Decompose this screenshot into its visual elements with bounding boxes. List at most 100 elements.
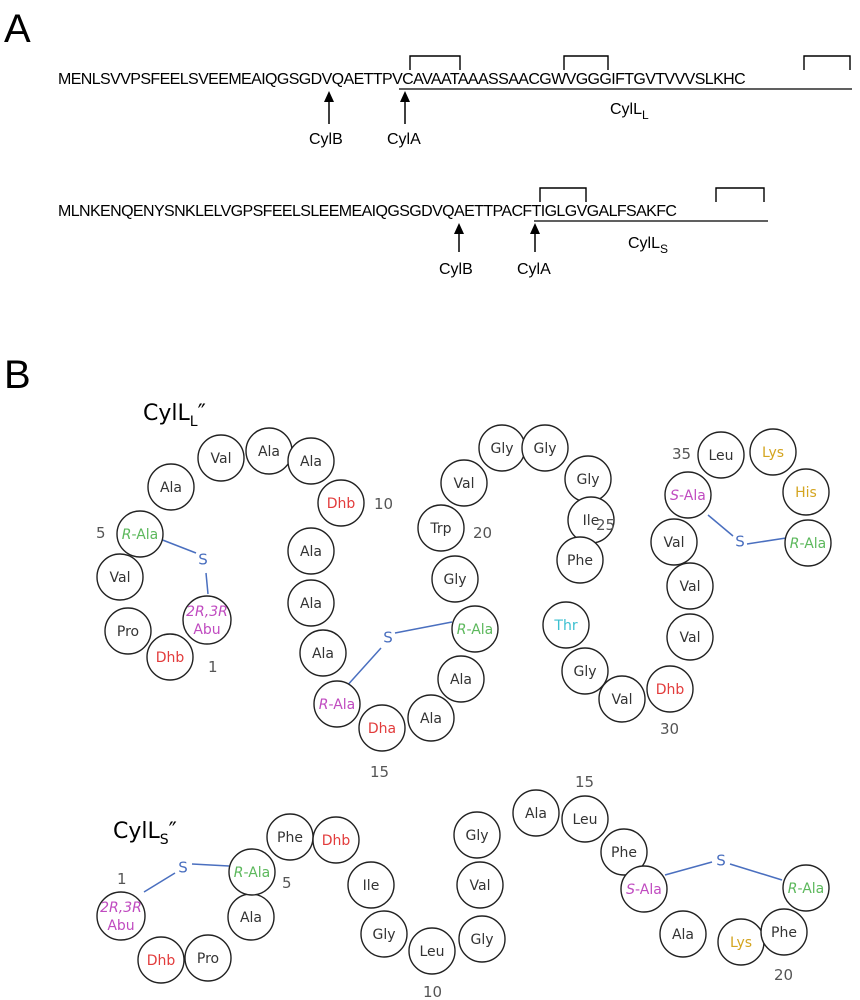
residue-number: 15 (575, 773, 594, 791)
residue-circle (451, 605, 499, 653)
residue-node: S-Ala (620, 865, 668, 913)
residue-node: Pro (104, 607, 152, 655)
residue-label: Lys (762, 445, 784, 461)
residue-circle (600, 828, 648, 876)
bridge-bracket (539, 187, 587, 202)
bond-s-label: S (178, 859, 188, 877)
residue-label: Gly (465, 828, 488, 844)
residue-circle (287, 527, 335, 575)
residue-node: Dha (358, 704, 406, 752)
residue-circle (760, 908, 808, 956)
residue-circle (650, 518, 698, 566)
residue-label: Phe (277, 830, 303, 846)
sequence-2-core: TTPACFTIGLGVGALFSAKFC (474, 203, 676, 220)
cyla-arrowhead (400, 91, 410, 102)
residue-node: Thr (542, 601, 590, 649)
residue-circle (598, 675, 646, 723)
bridge-bracket (803, 55, 851, 70)
cylb-arrowhead (324, 91, 334, 102)
cyll-small-label: CylLS (628, 235, 668, 256)
residue-number: 1 (208, 658, 218, 676)
cylb-label: CylB (309, 131, 343, 148)
sequence-cyll-small: MLNKENQENYSNKLELVGPSFEELSLEEMEAIQGSGDVQA… (58, 187, 768, 278)
residue-number: 30 (660, 720, 679, 738)
residue-circle (440, 459, 488, 507)
residue-node: Dhb (137, 936, 185, 984)
residue-label: Phe (771, 925, 797, 941)
residue-node: Phe (266, 813, 314, 861)
bond-s-label: S (198, 551, 208, 569)
sequence-1-text: MENLSVVPSFEELSVEEMEAIQGSGDVQAETTPVCAVAAT… (58, 71, 745, 88)
residue-node: Lys (749, 428, 797, 476)
residue-node: Dhb (312, 816, 360, 864)
residue-circle (620, 865, 668, 913)
residue-node: Ala (659, 910, 707, 958)
residue-label: Dhb (156, 650, 185, 666)
residue-label: Ala (300, 596, 322, 612)
residue-circle (228, 848, 276, 896)
residue-node: Gly (564, 455, 612, 503)
residue-label: Dhb (147, 953, 176, 969)
residue-node: Ala (245, 427, 293, 475)
cyll-large-title: CylLL″ (143, 401, 206, 430)
residue-node: Ala (147, 463, 195, 511)
residue-label: Ala (450, 672, 472, 688)
residue-circle (664, 471, 712, 519)
residue-node: Ala (299, 629, 347, 677)
bond-line (191, 863, 230, 867)
residue-number: 10 (423, 983, 442, 1000)
residue-label: Ala (420, 711, 442, 727)
sequence-2-leader: MLNKENQENYSNKLELVGPSFEELSLEEMEAIQGSGDVQA… (58, 203, 474, 220)
cyll-large-label: CylLL (610, 101, 649, 122)
residue-circle (347, 861, 395, 909)
residue-number: 20 (473, 524, 492, 542)
residue-circle (782, 864, 830, 912)
residue-node: Ile (567, 496, 615, 544)
residue-label: Dhb (327, 496, 356, 512)
residue-label: Dha (368, 721, 396, 737)
residue-label: Abu (193, 622, 220, 638)
residue-label: Leu (708, 448, 733, 464)
residue-circle (317, 479, 365, 527)
residue-node: Dhb (646, 665, 694, 713)
residue-node: Dhb (146, 633, 194, 681)
residue-label: Phe (611, 845, 637, 861)
residue-node: Val (197, 434, 245, 482)
residue-circle (458, 915, 506, 963)
residue-label: Gly (573, 664, 596, 680)
cylb-arrowhead (454, 223, 464, 234)
residue-circle (147, 463, 195, 511)
residue-node: Leu (408, 927, 456, 975)
bridge-bracket (409, 55, 461, 70)
residue-label: Gly (533, 441, 556, 457)
residue-circle (313, 680, 361, 728)
residue-node: Gly (561, 647, 609, 695)
residue-label: Dhb (656, 682, 685, 698)
residue-label: R-Ala (234, 865, 271, 881)
residue-label: Gly (443, 572, 466, 588)
residue-circle (137, 936, 185, 984)
residue-node: Val (650, 518, 698, 566)
residue-circle (312, 816, 360, 864)
residue-circle (299, 629, 347, 677)
residue-node: Trp (417, 504, 465, 552)
residue-number: 15 (370, 763, 389, 781)
residue-circle (437, 655, 485, 703)
bridge-bracket (715, 187, 765, 202)
residue-node: Gly (431, 555, 479, 603)
residue-numbers-small: 1 5 10 15 20 (117, 773, 793, 1000)
residue-node: Leu (697, 431, 745, 479)
residue-number: 5 (282, 874, 292, 892)
panel-b-label: B (4, 353, 31, 397)
sequence-1-core: TTPVCAVAATAAASSAACGWVGGGIFTGVTVVVSLKHC (364, 71, 745, 88)
residue-number: 25 (596, 516, 615, 534)
residue-node: Ala (287, 527, 335, 575)
residue-node: Ala (437, 655, 485, 703)
sequence-cyll-large: MENLSVVPSFEELSVEEMEAIQGSGDVQAETTPVCAVAAT… (58, 55, 852, 148)
residue-label: 2R,3R (186, 604, 228, 620)
residue-number: 10 (374, 495, 393, 513)
residue-label: Leu (419, 944, 444, 960)
residue-label: Ala (312, 646, 334, 662)
